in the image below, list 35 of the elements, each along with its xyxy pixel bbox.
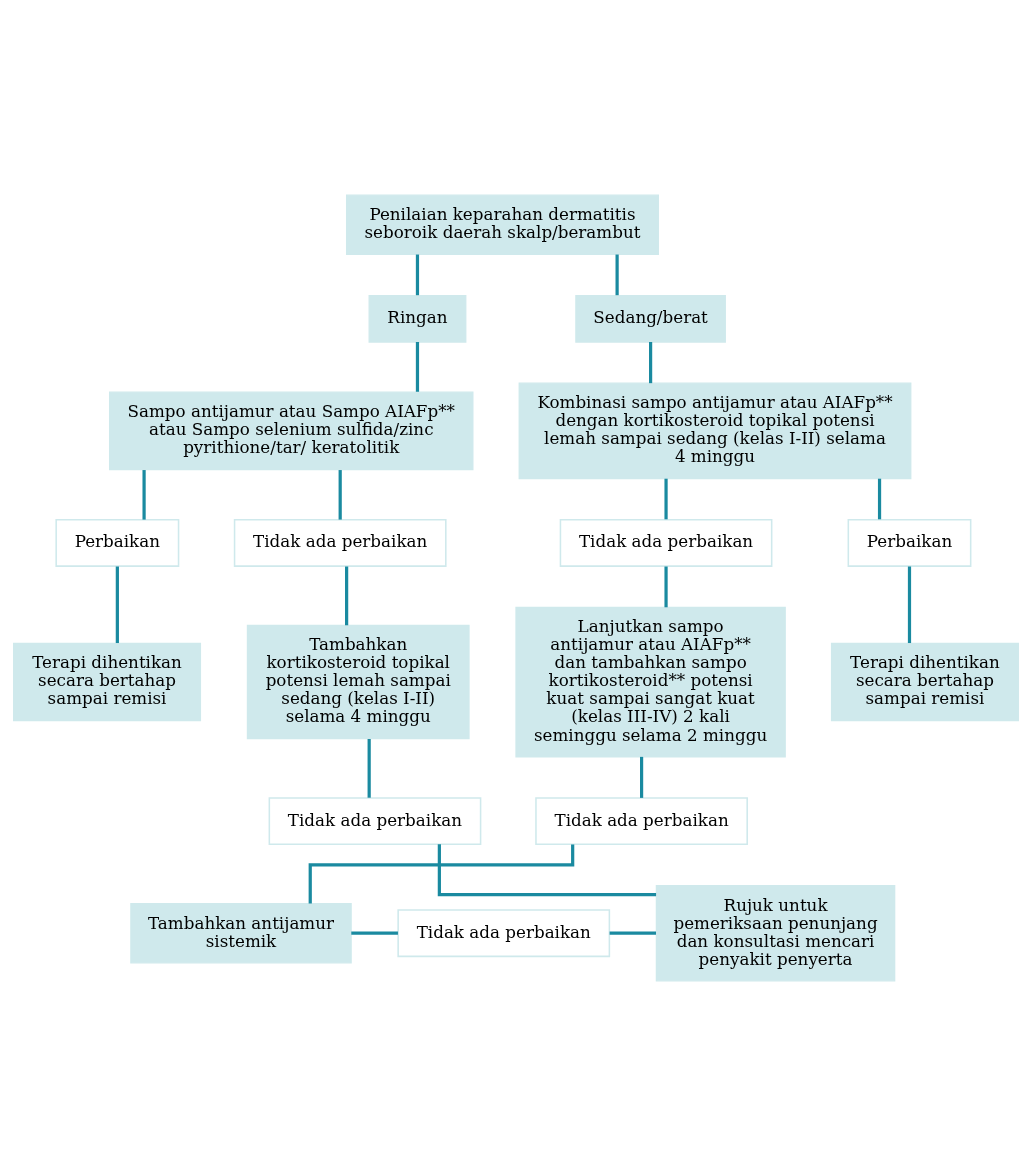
- node-box: Tidak ada perbaikan: [397, 909, 611, 958]
- node-box: Tambahkan kortikosteroid topikal potensi lemah sampai sedang (kelas I-II) selama 4 minggu: [246, 624, 470, 740]
- node-box: Kombinasi sampo antijamur atau AIAFp** dengan kortikosteroid topikal potensi lemah sampai sedang (kelas I-II) selama 4 minggu: [518, 382, 912, 480]
- connector: [664, 566, 668, 608]
- node-box: Tidak ada perbaikan: [535, 797, 748, 846]
- node-box: Penilaian keparahan dermatitis seboroik daerah skalp/berambut: [345, 194, 659, 256]
- node-box: Terapi dihentikan secara bertahap sampai remisi: [830, 642, 1019, 722]
- connector: [415, 254, 420, 296]
- node-box: Sedang/berat: [575, 294, 726, 343]
- node-box: Tidak ada perbaikan: [559, 518, 773, 567]
- connector: [345, 566, 349, 626]
- node-box: Tidak ada perbaikan: [268, 797, 482, 846]
- node-box: Tidak ada perbaikan: [233, 518, 447, 567]
- node-box: Rujuk untuk pemeriksaan penunjang dan konsultasi mencari penyakit penyerta: [655, 884, 896, 982]
- connector: [338, 470, 342, 520]
- node-box: Ringan: [368, 294, 467, 343]
- node-box: Tambahkan antijamur sistemik: [130, 902, 352, 964]
- connector: [907, 566, 912, 644]
- connector: [649, 342, 653, 384]
- connector: [415, 342, 420, 392]
- connector: [664, 478, 668, 520]
- node-box: Sampo antijamur atau Sampo AIAFp** atau Sampo selenium sulfida/zinc pyrithione/tar/ keratolitik: [109, 391, 474, 471]
- node-box: Perbaikan: [55, 518, 180, 567]
- connector: [367, 739, 371, 798]
- connector: [615, 254, 619, 296]
- node-box: Terapi dihentikan secara bertahap sampai remisi: [13, 642, 202, 722]
- connector: [437, 844, 657, 897]
- connector: [142, 470, 146, 520]
- connector: [639, 756, 644, 798]
- connector: [115, 566, 119, 644]
- connector: [877, 478, 882, 520]
- node-box: Perbaikan: [847, 518, 972, 567]
- connector: [351, 931, 398, 935]
- node-box: Lanjutkan sampo antijamur atau AIAFp** dan tambahkan sampo kortikosteroid** potensi kuat sampai sangat kuat (kelas III-IV) 2 kali seminggu selama 2 minggu: [515, 606, 786, 758]
- connector: [609, 931, 656, 935]
